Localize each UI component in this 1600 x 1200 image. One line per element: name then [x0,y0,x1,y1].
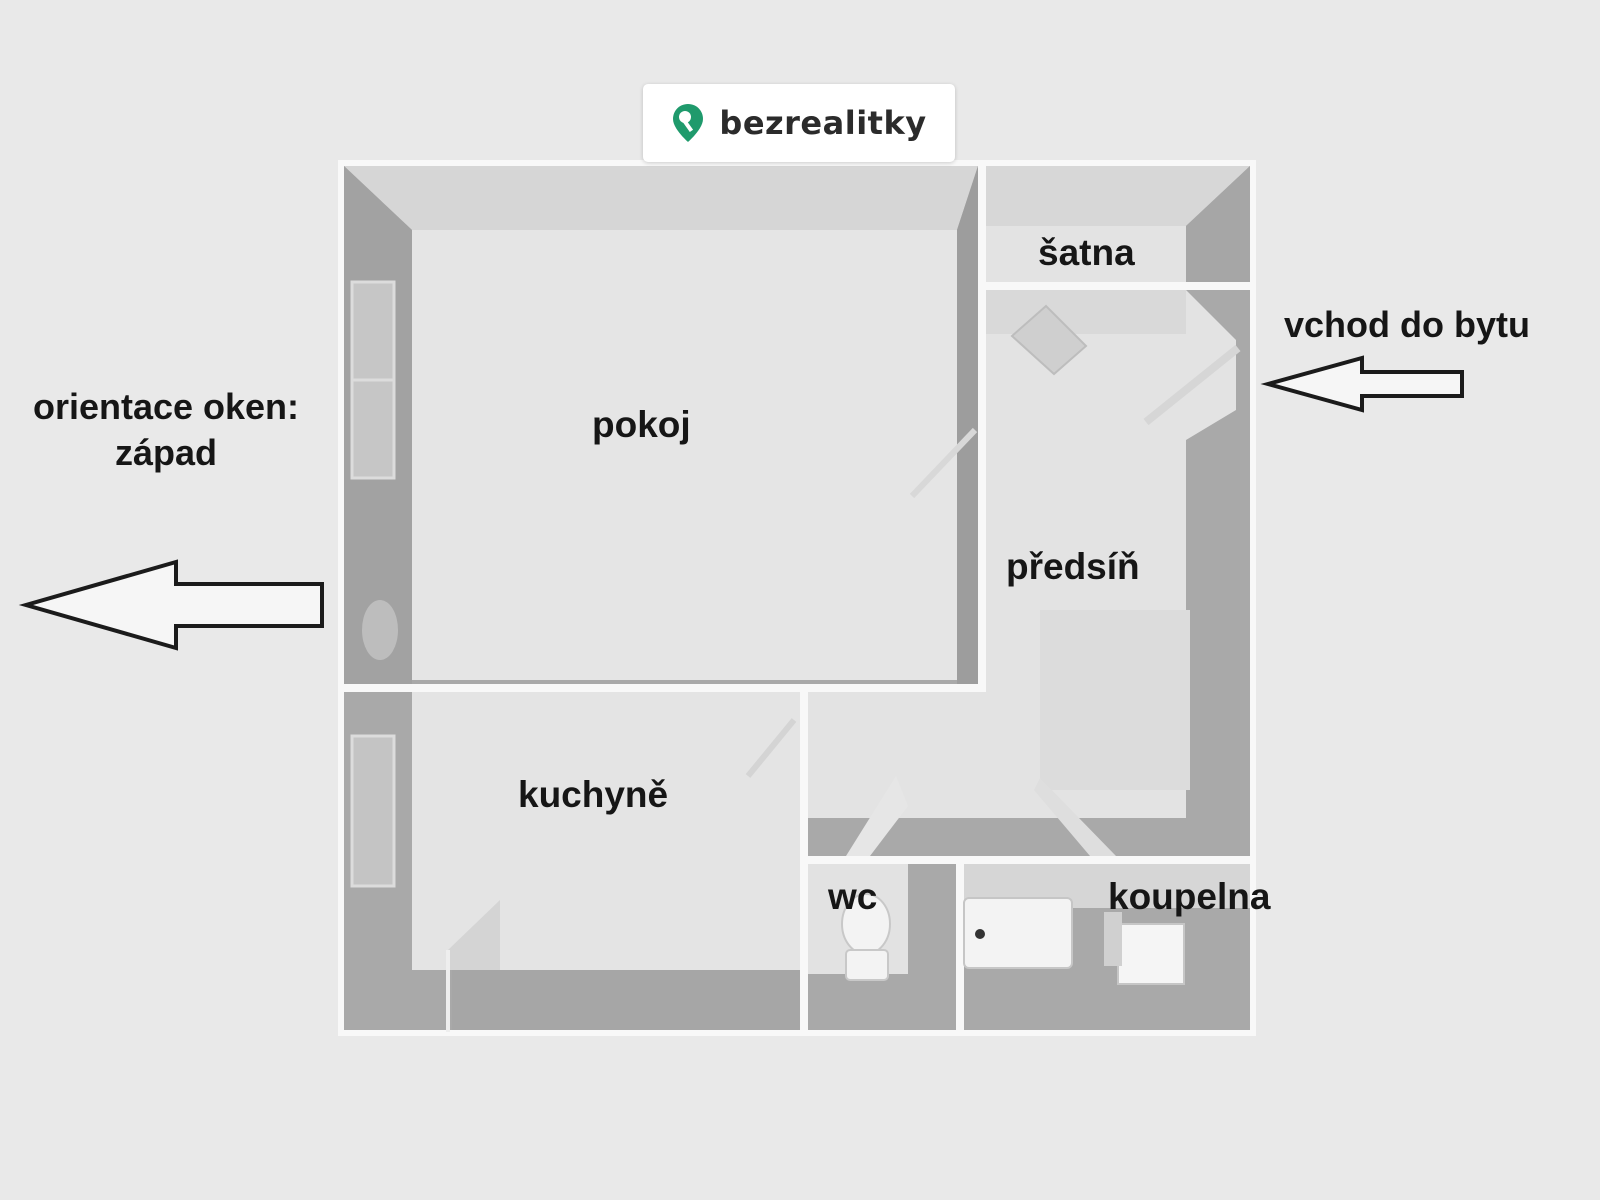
door-entrance [1143,344,1241,426]
label-predsin: předsíň [1006,546,1140,587]
entrance-label: vchod do bytu [1284,304,1530,345]
window-kuchyne [350,734,396,888]
entrance-arrow [1260,355,1464,413]
label-pokoj: pokoj [592,404,691,445]
window-orientation-line1: orientace oken: [32,386,300,427]
label-kuchyne: kuchyně [518,774,669,815]
room-wc [808,864,956,1030]
cabinet-predsin [1010,304,1088,376]
door-kuchyne [745,718,797,778]
bathtub [963,897,1073,969]
door-pokoj [909,427,978,499]
heater-pokoj [362,600,398,660]
room-pokoj [344,166,978,684]
arrow-left-icon [18,559,324,651]
label-satna: šatna [1038,232,1135,273]
room-predsin [986,290,1250,856]
washing-machine [1117,923,1185,985]
room-satna [986,166,1250,282]
counter-kuchyne [452,970,800,1030]
label-koupelna: koupelna [1108,876,1271,917]
label-wc: wc [828,876,878,917]
window-orientation-line2: západ [114,432,218,473]
room-kuchyne [344,692,800,1032]
brand-name: bezrealitky [719,104,927,142]
hallway-lower [808,692,1250,856]
west-arrow [18,559,324,651]
arrow-left-icon [1260,355,1464,413]
logo-badge: bezrealitky [643,84,955,162]
room-koupelna [963,864,1250,1030]
location-pin-icon [673,104,704,142]
interior-walls [338,160,1256,1036]
